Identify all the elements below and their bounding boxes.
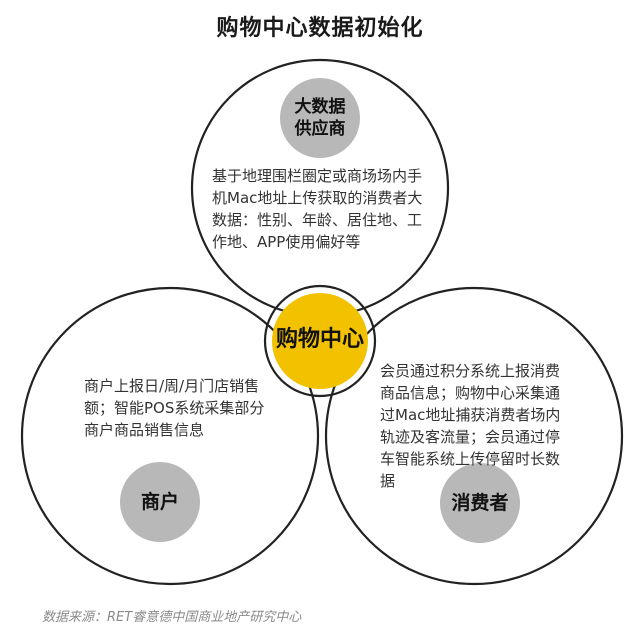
supplier-label-line2: 供应商 — [294, 119, 346, 139]
supplier-description: 基于地理围栏圈定或商场场内手机Mac地址上传获取的消费者大数据：性别、年龄、居住… — [212, 167, 423, 251]
center-ring — [263, 284, 377, 398]
consumer-label: 消费者 — [451, 492, 509, 514]
circle-consumer — [324, 286, 624, 586]
merchant-description: 商户上报日/周/月门店销售额；智能POS系统采集部分商户商品销售信息 — [84, 377, 265, 439]
merchant-label: 商户 — [140, 491, 179, 513]
circle-merchant — [20, 286, 320, 586]
center-fill-circle — [272, 293, 368, 389]
label-circle-consumer — [440, 463, 520, 543]
label-circle-supplier — [280, 78, 360, 158]
consumer-description: 会员通过积分系统上报消费商品信息；购物中心采集通过Mac地址捕获消费者场内轨迹及… — [380, 362, 561, 490]
supplier-label: 大数据 供应商 — [278, 96, 362, 140]
diagram-title: 购物中心数据初始化 — [216, 16, 424, 41]
source-note: 数据来源：RET睿意德中国商业地产研究中心 — [42, 610, 302, 625]
center-label: 购物中心 — [275, 327, 364, 352]
supplier-label-line1: 大数据 — [294, 97, 346, 117]
label-circle-merchant — [120, 462, 200, 542]
